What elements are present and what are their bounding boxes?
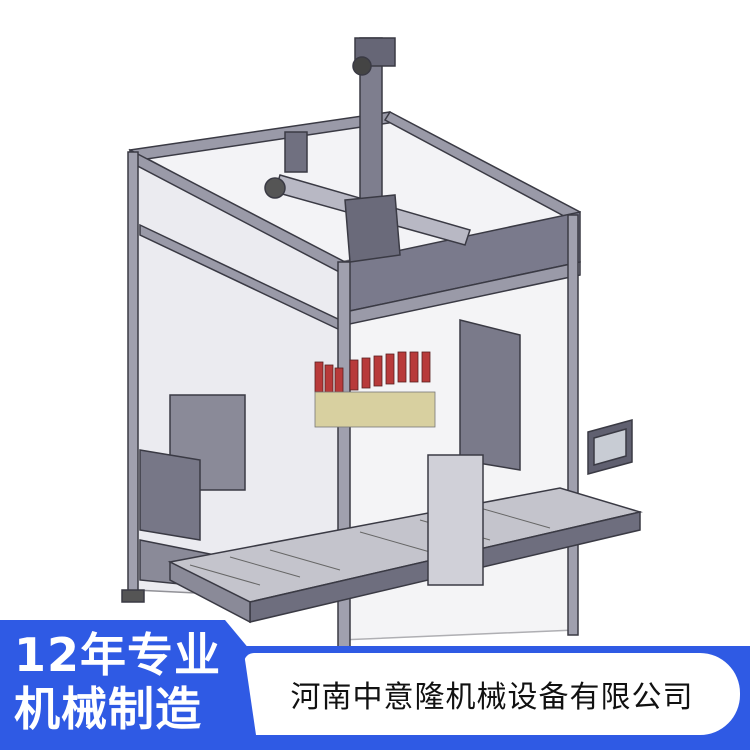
company-name-pill: 河南中意隆机械设备有限公司 [244, 653, 740, 735]
company-name: 河南中意隆机械设备有限公司 [290, 680, 694, 715]
slogan-line-2: 机械制造 [14, 682, 202, 736]
slogan-line-1: 12年专业 [14, 628, 222, 682]
slogan: 12年专业 机械制造 [14, 628, 221, 736]
banner-slogan-block [0, 620, 250, 750]
machine-frame [121, 37, 643, 648]
bottle-rack [314, 351, 436, 428]
